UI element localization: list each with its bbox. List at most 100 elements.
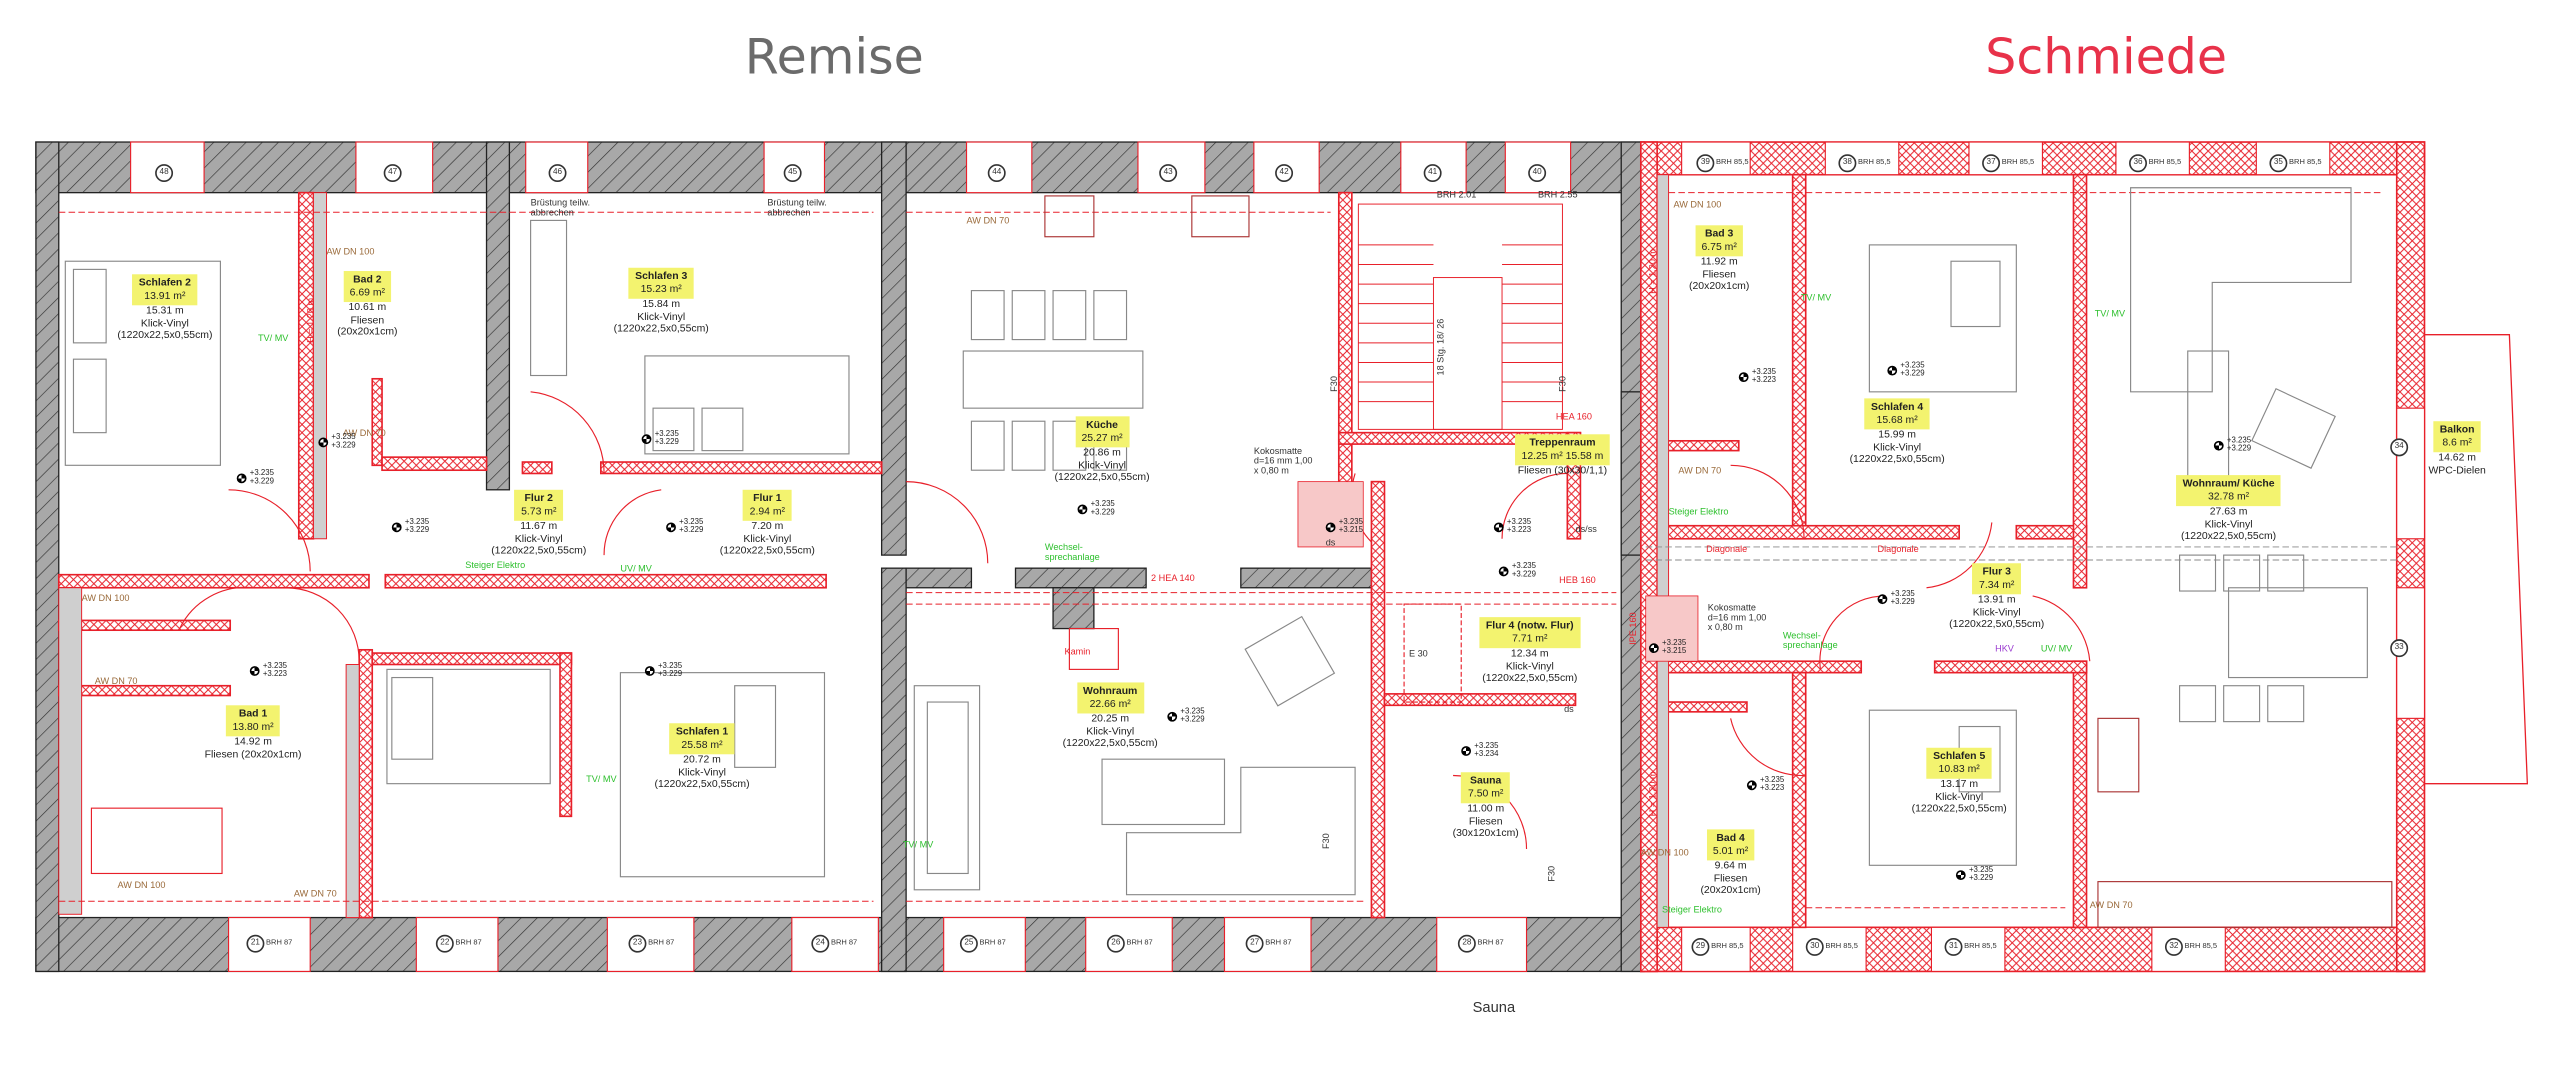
level-top: +3.235 [654,431,679,440]
plan-annotation: AW DN 100 [117,881,166,892]
room-name: Balkon [2439,424,2475,436]
room-floor-spec: (1220x22,5x0,55cm) [1849,454,1945,466]
room-area: 5.01 m² [1712,845,1749,857]
window-number: 48 [155,164,174,183]
window-sill-height: BRH 87 [830,937,858,947]
level-top: +3.235 [1090,501,1115,510]
level-top: +3.235 [331,434,356,443]
window-sill-height: BRH 87 [266,937,293,947]
level-bottom: +3.215 [1338,528,1363,537]
plan-annotation: AW DN 70 [342,429,386,440]
plan-annotation: UV/ MV [2040,644,2073,655]
level-bottom: +3.229 [2226,446,2252,455]
window-number: 33 [2390,639,2409,658]
window-number: 26 [1106,934,1125,953]
level-marker: +3.235+3.223 [249,663,288,681]
level-top: +3.235 [679,519,704,528]
level-bottom: +3.229 [1180,717,1205,726]
window-number: 46 [548,164,567,183]
diagonal-beam-lines [58,192,2397,909]
plan-annotation: Kokosmatte d=16 mm 1,00 x 0,80 m [1707,604,1767,634]
room-floor: Klick-Vinyl [1505,660,1554,673]
plan-annotation: H = 1.20 m [306,297,317,343]
plan-annotation: Kokosmatte d=16 mm 1,00 x 0,80 m [1253,447,1313,477]
window-sill-height: BRH 85,5 [2289,157,2322,166]
level-bottom: +3.215 [1662,648,1687,657]
room-floor-spec: (1220x22,5x0,55cm) [1911,803,2007,816]
room-floor-spec: (20x20x1cm) [1700,885,1761,897]
window-tag: 42 [1275,164,1295,183]
window-number: 28 [1457,934,1476,953]
level-marker: +3.235+3.229 [1077,501,1115,519]
room-name: Schlafen 4 [1871,401,1924,414]
plan-annotation: 18 Stg. 18/ 26 [1436,318,1447,376]
plan-annotation: HEA 160 [1555,413,1592,423]
level-marker: +3.235+3.223 [1738,369,1776,387]
plan-annotation: ds/ss [1575,525,1597,536]
room-floor: Klick-Vinyl [1972,606,2021,619]
plan-annotation: F30 [1559,376,1569,392]
room-area: 15.23 m² [640,283,682,295]
level-bottom: +3.229 [1900,371,1925,380]
level-marker: +3.235+3.215 [1325,519,1363,537]
room-floor-spec: (1220x22,5x0,55cm) [1062,738,1158,750]
window-number: 25 [959,934,978,953]
room-perimeter: 9.64 m [1714,860,1747,873]
remise-title: Remise [744,29,924,87]
room-floor: Klick-Vinyl [2204,518,2253,531]
room-area: 7.50 m² [1468,787,1504,800]
staircase [1357,203,1563,430]
room-area: 32.78 m² [2207,490,2250,503]
room-floor-spec: (1220x22,5x0,55cm) [491,545,587,558]
window-tag: 44 [987,164,1008,183]
room-name: Schlafen 1 [675,726,729,738]
level-marker: +3.235+3.229 [1167,708,1205,727]
window-number: 47 [383,164,402,183]
level-top: +3.235 [404,519,430,528]
plan-annotation: AW DN 100 [81,594,130,605]
room-floor: Klick-Vinyl [514,533,563,545]
room-floor: Klick-Vinyl [140,318,189,330]
plan-annotation: E 30 [1408,649,1428,660]
window-tag: 33 [2390,639,2410,658]
window-sill-height: BRH 87 [1126,937,1153,947]
level-marker: +3.235+3.234 [1461,743,1498,761]
room-floor: Fliesen [1468,815,1503,828]
plan-annotation: F30 [1547,865,1558,882]
level-bottom: +3.229 [1890,599,1915,609]
room-name: Bad 1 [238,708,268,720]
level-marker: +3.235+3.229 [1887,362,1925,380]
level-top: +3.235 [1511,563,1537,572]
plan-annotation: H = 1.20 m [1648,771,1659,817]
window-tag: 34 [2390,438,2410,457]
remise-masonry-walls [35,141,1645,973]
window-sill-height: BRH 87 [979,937,1006,947]
room-name: Schlafen 3 [635,271,688,283]
window-number: 22 [435,934,454,953]
window-number: 30 [1805,937,1824,956]
window-number: 38 [1838,154,1857,173]
room-floor: Klick-Vinyl [1078,460,1127,472]
plan-annotation: ds [1325,538,1336,549]
room-area: 12.25 m² 15.58 m [1521,449,1604,462]
plan-annotation: AW DN 100 [1640,848,1689,859]
room-perimeter: 7.20 m [751,521,784,533]
sauna-caption: Sauna [1472,999,1516,1016]
level-top: +3.235 [1180,708,1205,717]
level-bottom: +3.223 [262,671,288,680]
plan-annotation: TV/ MV [2094,310,2126,320]
